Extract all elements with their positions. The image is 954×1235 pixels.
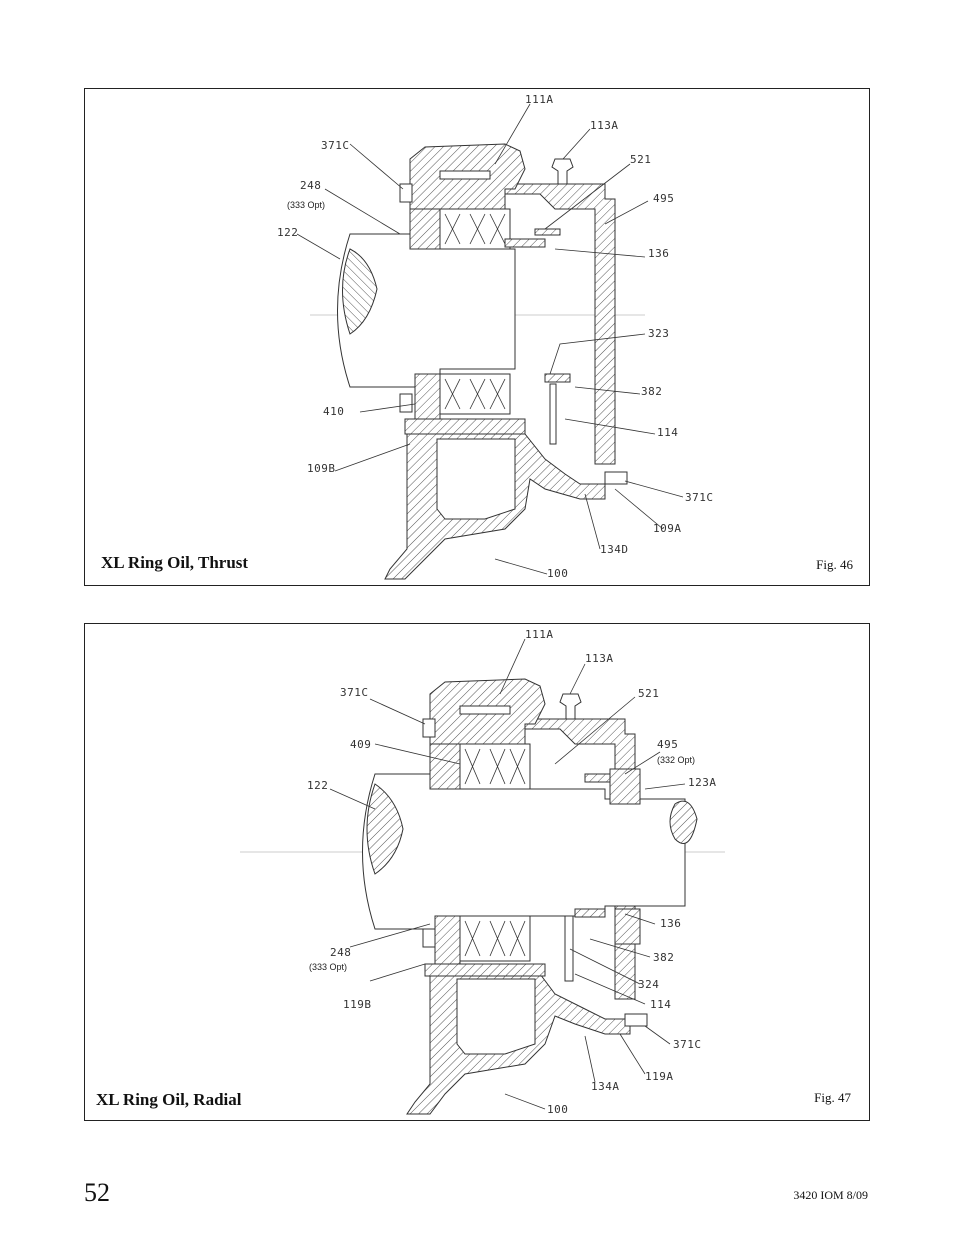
callout-123a: 123A xyxy=(688,776,717,789)
callout-100: 100 xyxy=(547,567,568,580)
callout-521: 521 xyxy=(630,153,651,166)
callout-114: 114 xyxy=(657,426,678,439)
callout-136: 136 xyxy=(660,917,681,930)
document-reference: 3420 IOM 8/09 xyxy=(793,1188,868,1202)
callout-119a: 119A xyxy=(645,1070,674,1083)
callout-113a: 113A xyxy=(585,652,614,665)
figure-46-drawing: 111A 113A 371C 521 248 495 122 136 323 3… xyxy=(277,93,714,580)
callout-324: 324 xyxy=(638,978,659,991)
callout-248: 248 xyxy=(330,946,351,959)
figure-47-box: 111A 113A 371C 521 409 495 122 123A 136 … xyxy=(84,623,870,1121)
figure-47-title: XL Ring Oil, Radial xyxy=(96,1090,242,1109)
callout-323: 323 xyxy=(648,327,669,340)
callout-134a: 134A xyxy=(591,1080,620,1093)
callout-410: 410 xyxy=(323,405,344,418)
callout-248: 248 xyxy=(300,179,321,192)
note-332-opt: (332 Opt) xyxy=(657,755,695,765)
callout-134d: 134D xyxy=(600,543,629,556)
bearing-lower-46 xyxy=(439,373,511,415)
callout-371c-lower: 371C xyxy=(685,491,714,504)
note-333-opt: (333 Opt) xyxy=(287,200,325,210)
callout-371c: 371C xyxy=(340,686,369,699)
callout-109a: 109A xyxy=(653,522,682,535)
callout-111a: 111A xyxy=(525,628,554,641)
page-number: 52 xyxy=(84,1178,110,1207)
bearing-upper-46 xyxy=(439,208,511,250)
figure-47-label: Fig. 47 xyxy=(814,1090,851,1105)
callout-111a: 111A xyxy=(525,93,554,106)
callout-382: 382 xyxy=(653,951,674,964)
callout-371c: 371C xyxy=(321,139,350,152)
figure-47-drawing: 111A 113A 371C 521 409 495 122 123A 136 … xyxy=(240,628,725,1116)
callout-371c-lower: 371C xyxy=(673,1038,702,1051)
callout-409: 409 xyxy=(350,738,371,751)
callout-495: 495 xyxy=(657,738,678,751)
figure-46-label: Fig. 46 xyxy=(816,557,853,572)
callout-109b: 109B xyxy=(307,462,336,475)
figure-46-box: 111A 113A 371C 521 248 495 122 136 323 3… xyxy=(84,88,870,586)
note-333-opt: (333 Opt) xyxy=(309,962,347,972)
callout-119b: 119B xyxy=(343,998,372,1011)
callout-382: 382 xyxy=(641,385,662,398)
callout-122: 122 xyxy=(307,779,328,792)
callout-122: 122 xyxy=(277,226,298,239)
figure-46-title: XL Ring Oil, Thrust xyxy=(101,553,249,572)
callout-113a: 113A xyxy=(590,119,619,132)
callout-114: 114 xyxy=(650,998,671,1011)
callout-521: 521 xyxy=(638,687,659,700)
callout-100: 100 xyxy=(547,1103,568,1116)
callout-136: 136 xyxy=(648,247,669,260)
callout-495: 495 xyxy=(653,192,674,205)
